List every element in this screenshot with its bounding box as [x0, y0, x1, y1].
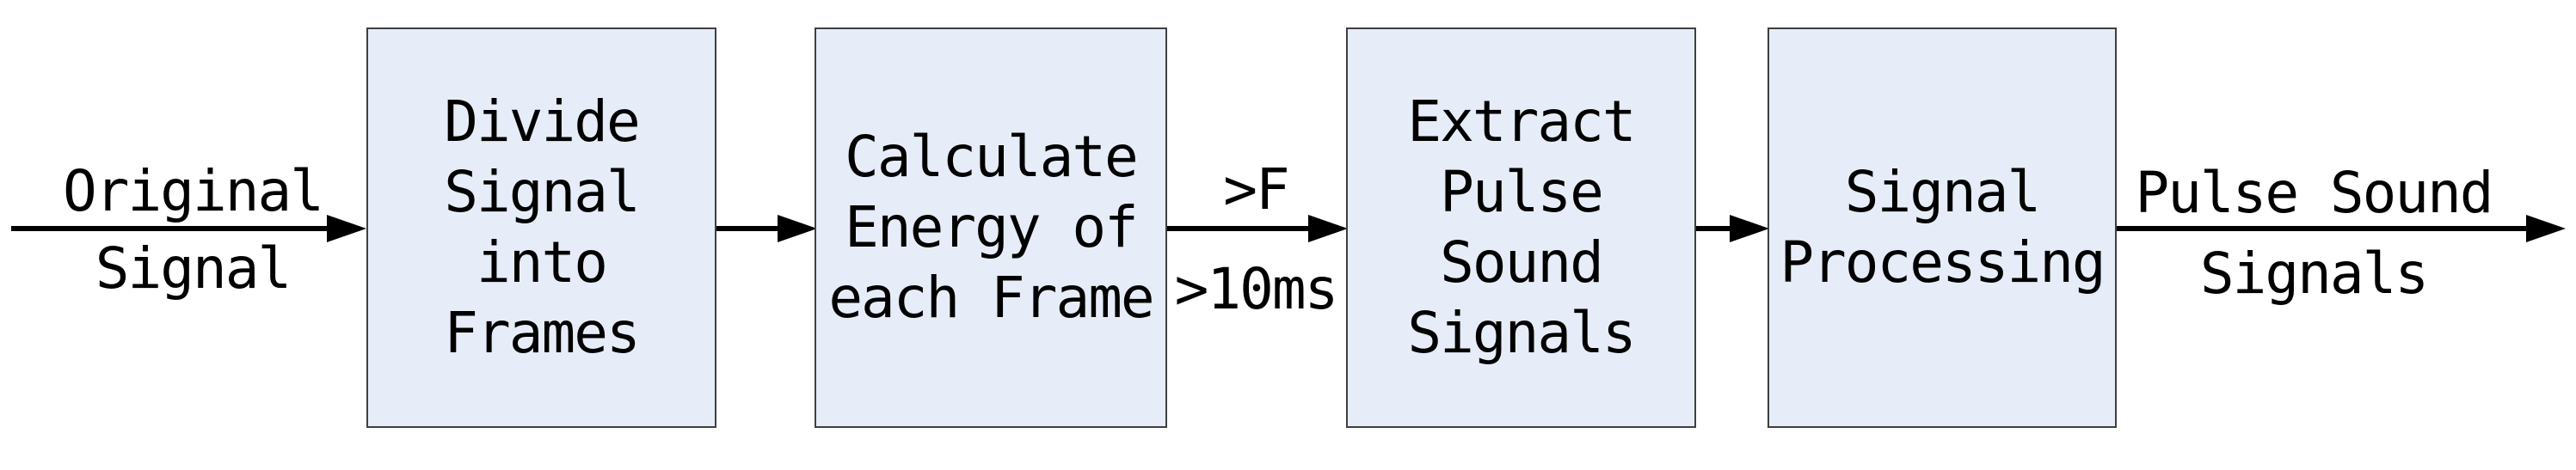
- node-extract-pulse-sound-signals: Extract Pulse Sound Signals: [1346, 27, 1696, 428]
- node-signal-processing: Signal Processing: [1768, 27, 2117, 428]
- arrowhead-icon: [1730, 215, 1769, 242]
- edge-label-signals: Signals: [2199, 241, 2429, 307]
- arrow-line: [716, 226, 779, 231]
- node-label: Divide Signal into Frames: [444, 89, 640, 366]
- arrowhead-icon: [327, 215, 366, 242]
- node-label: Signal Processing: [1780, 159, 2106, 296]
- arrowhead-icon: [1308, 215, 1348, 242]
- node-divide-signal-into-frames: Divide Signal into Frames: [366, 27, 716, 428]
- arrow-line: [1696, 226, 1731, 231]
- edge-label-pulse-sound: Pulse Sound: [2135, 160, 2493, 226]
- edge-label-threshold-f: >F: [1223, 156, 1289, 223]
- arrow-line: [2117, 226, 2528, 231]
- arrowhead-icon: [2526, 215, 2566, 242]
- node-calculate-energy-of-each-frame: Calculate Energy of each Frame: [815, 27, 1167, 428]
- arrowhead-icon: [778, 215, 817, 242]
- arrow-line: [1167, 226, 1310, 231]
- edge-label-original: Original: [63, 158, 324, 224]
- edge-label-signal: Signal: [95, 235, 292, 302]
- edge-label-threshold-10ms: >10ms: [1174, 256, 1339, 322]
- node-label: Extract Pulse Sound Signals: [1407, 89, 1636, 366]
- arrow-line: [11, 226, 330, 231]
- node-label: Calculate Energy of each Frame: [828, 124, 1154, 331]
